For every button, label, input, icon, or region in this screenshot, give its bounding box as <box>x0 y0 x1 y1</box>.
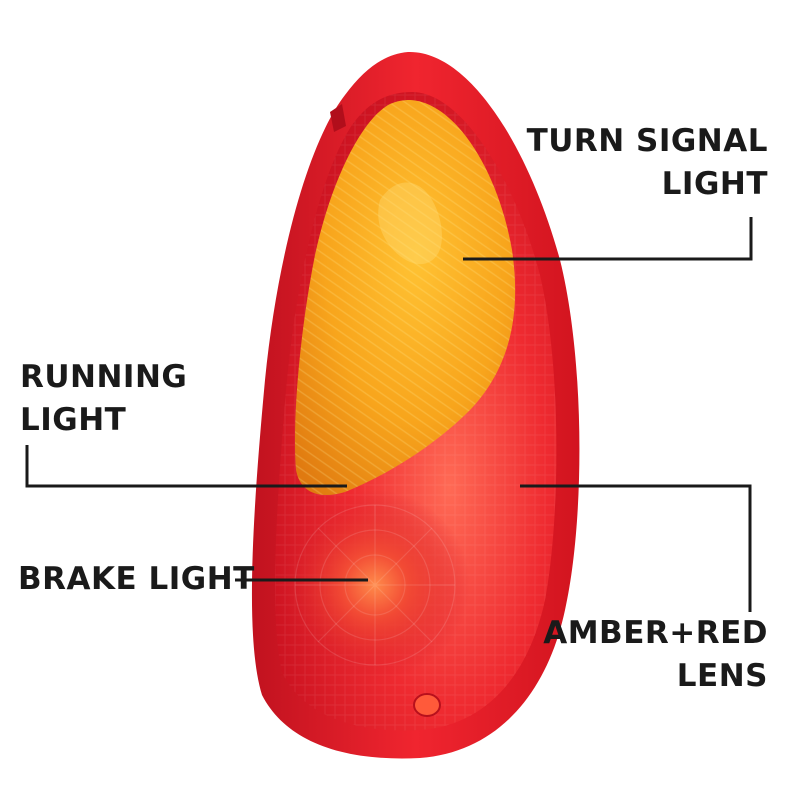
brake-light-glow <box>280 490 470 680</box>
lens-label-line2: LENS <box>676 658 768 694</box>
running-light-label-line1: RUNNING <box>20 359 188 395</box>
brake-light-label-line1: BRAKE LIGHT <box>18 561 255 597</box>
lens-label-line1: AMBER+RED <box>543 615 768 651</box>
leader-lines <box>25 217 753 612</box>
turn-signal-label-line1: TURN SIGNAL <box>526 123 768 159</box>
running-light-label: RUNNING LIGHT <box>20 356 187 442</box>
brake-light-label: BRAKE LIGHT <box>18 558 255 601</box>
running-light-leader <box>25 445 347 488</box>
lens-label: AMBER+RED LENS <box>543 612 768 698</box>
turn-signal-leader <box>463 217 753 261</box>
turn-signal-label: TURN SIGNAL LIGHT <box>527 120 768 206</box>
lens-leader <box>520 484 752 612</box>
amber-lens-texture <box>294 100 516 496</box>
amber-highlight <box>378 182 442 265</box>
top-clip <box>330 104 346 132</box>
brake-light-reflector <box>294 504 456 666</box>
bottom-screw-boss <box>413 693 441 717</box>
running-light-label-line2: LIGHT <box>20 402 127 438</box>
turn-signal-label-line2: LIGHT <box>661 166 768 202</box>
